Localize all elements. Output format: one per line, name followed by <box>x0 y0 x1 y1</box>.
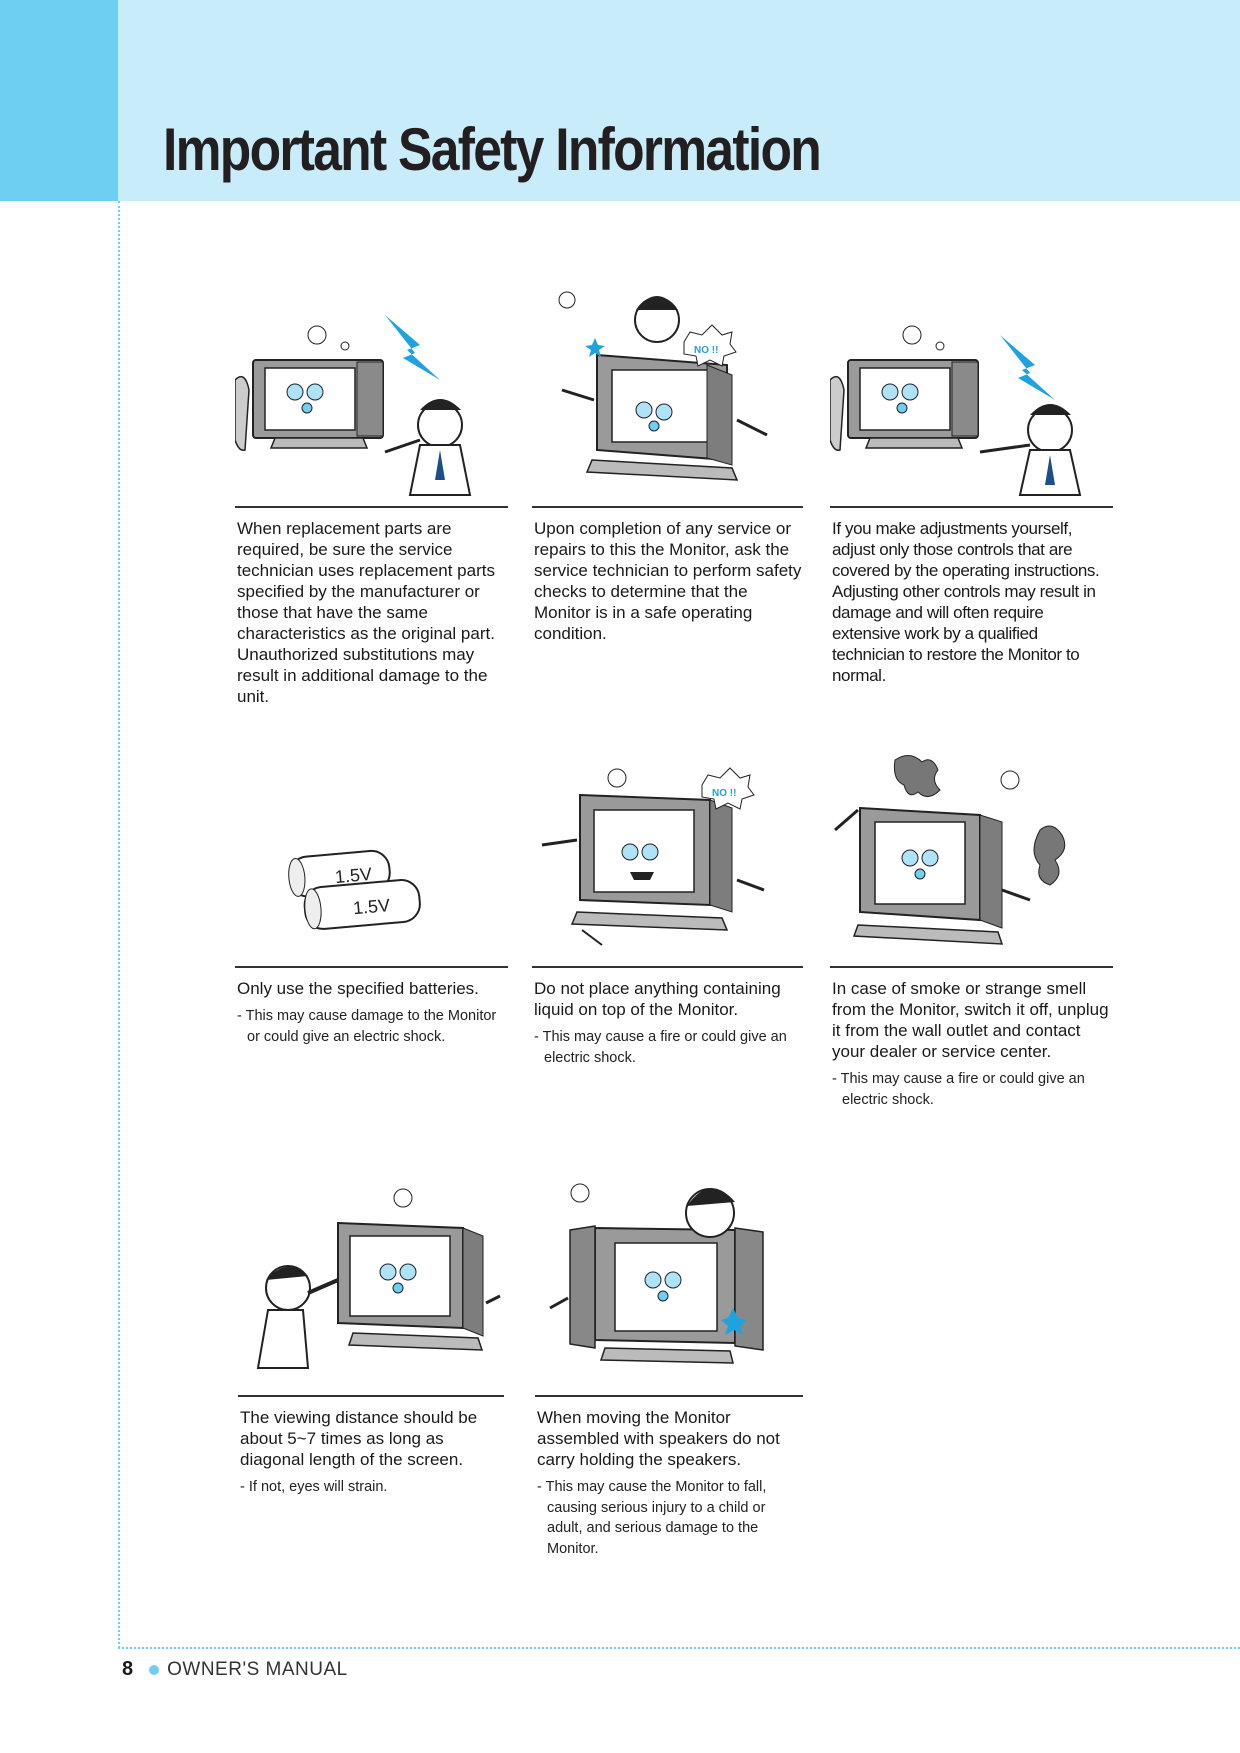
footer-dotted-line <box>118 1647 1240 1649</box>
margin-dotted-line <box>118 201 120 1648</box>
card-main-text: In case of smoke or strange smell from t… <box>832 979 1109 1061</box>
battery-label: 1.5V <box>334 864 373 887</box>
monitor-liquid-illustration: NO !! <box>541 767 765 946</box>
card-note-text: - If not, eyes will strain. <box>240 1479 388 1495</box>
footer: 8 OWNER'S MANUAL <box>122 1658 348 1681</box>
no-badge-text: NO !! <box>694 345 718 356</box>
card-main-text: When replacement parts are required, be … <box>237 519 495 706</box>
card-main-text: Upon completion of any service or repair… <box>534 519 802 643</box>
card-rule <box>532 506 803 508</box>
no-badge-text: NO !! <box>712 788 736 799</box>
card-rule <box>235 506 508 508</box>
card-main-text: Only use the specified batteries. <box>237 979 479 998</box>
moving-monitor-illustration <box>549 1183 764 1364</box>
page-number: 8 <box>122 1658 134 1680</box>
technician-monitor-illustration: NO !! <box>558 291 768 481</box>
card-rule <box>830 506 1113 508</box>
card-main-text: The viewing distance should be about 5~7… <box>240 1408 478 1469</box>
battery-label: 1.5V <box>352 895 391 918</box>
header-tab <box>0 0 118 201</box>
card-rule <box>532 966 803 968</box>
card-rule <box>830 966 1113 968</box>
card-main-text: Do not place anything containing liquid … <box>534 979 781 1019</box>
card-note-text: - This may cause damage to the Monitor o… <box>237 1008 497 1045</box>
monitor-smoke-illustration <box>834 755 1066 945</box>
technician-shock-illustration <box>830 325 1082 496</box>
card-main-text: If you make adjustments yourself, adjust… <box>832 519 1100 685</box>
page-title: Important Safety Information <box>163 116 822 183</box>
batteries-illustration: 1.5V 1.5V <box>288 849 421 930</box>
technician-shock-illustration <box>235 315 472 496</box>
footer-label: OWNER'S MANUAL <box>167 1658 348 1680</box>
card-main-text: When moving the Monitor assembled with s… <box>537 1408 780 1469</box>
card-note-text: - This may cause a fire or could give an… <box>832 1071 1085 1108</box>
viewing-distance-illustration <box>256 1188 501 1369</box>
card-note-text: - This may cause the Monitor to fall, ca… <box>537 1479 767 1557</box>
card-rule <box>238 1395 504 1397</box>
card-rule <box>535 1395 803 1397</box>
header-band <box>0 0 1240 201</box>
card-rule <box>235 966 508 968</box>
card-note-text: - This may cause a fire or could give an… <box>534 1029 787 1066</box>
bullet-dot-icon <box>149 1664 160 1675</box>
